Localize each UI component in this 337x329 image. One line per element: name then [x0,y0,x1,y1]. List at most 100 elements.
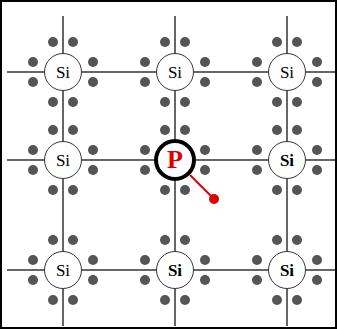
atom-symbol: P [167,147,183,173]
covalent-bond [194,269,268,271]
electron [312,255,322,265]
covalent-bond [286,91,288,141]
electron [292,37,302,47]
electron [140,77,150,87]
electron [160,97,170,107]
covalent-bond [286,179,288,251]
electron [252,275,262,285]
electron [200,57,210,67]
electron [160,185,170,195]
electron [292,125,302,135]
electron [68,37,78,47]
electron [160,235,170,245]
electron [88,57,98,67]
electron [180,97,190,107]
atom-symbol: Si [280,152,294,169]
electron [28,57,38,67]
covalent-bond [196,159,268,161]
atom-symbol: Si [56,262,70,279]
electron [252,77,262,87]
electron [292,295,302,305]
atom-symbol: Si [168,262,182,279]
silicon-atom: Si [44,141,82,179]
electron [48,295,58,305]
outer-bond [62,16,64,53]
outer-bond [7,71,44,73]
electron [252,57,262,67]
covalent-bond [174,91,176,139]
outer-bond [306,269,335,271]
electron [200,77,210,87]
electron [140,165,150,175]
electron [252,255,262,265]
electron [68,185,78,195]
silicon-atom: Si [44,53,82,91]
electron [312,275,322,285]
covalent-bond [62,179,64,251]
electron [140,275,150,285]
electron [272,97,282,107]
electron [28,255,38,265]
electron [68,97,78,107]
outer-bond [306,71,335,73]
silicon-atom: Si [268,141,306,179]
silicon-atom: Si [268,53,306,91]
electron [180,235,190,245]
electron [140,57,150,67]
electron [180,185,190,195]
electron [312,145,322,155]
outer-bond [7,269,44,271]
covalent-bond [82,71,156,73]
electron [28,77,38,87]
electron [48,37,58,47]
outer-bond [62,289,64,326]
covalent-bond [62,91,64,141]
electron [88,275,98,285]
electron [252,145,262,155]
electron [200,275,210,285]
electron [28,275,38,285]
outer-bond [174,289,176,326]
electron [68,235,78,245]
electron [88,165,98,175]
silicon-atom: Si [44,251,82,289]
covalent-bond [174,181,176,251]
electron [28,165,38,175]
extra-electron-lead [190,175,212,197]
electron [200,165,210,175]
electron [160,295,170,305]
electron [272,185,282,195]
electron [312,77,322,87]
atom-symbol: Si [56,152,70,169]
outer-bond [174,16,176,53]
electron [180,125,190,135]
electron [68,295,78,305]
outer-bond [7,159,44,161]
extra-electron [209,194,219,204]
atom-symbol: Si [168,64,182,81]
electron [28,145,38,155]
electron [272,295,282,305]
electron [252,165,262,175]
electron [312,165,322,175]
atom-symbol: Si [56,64,70,81]
electron [272,125,282,135]
covalent-bond [194,71,268,73]
electron [312,57,322,67]
electron [48,185,58,195]
electron [68,125,78,135]
electron [272,235,282,245]
electron [292,97,302,107]
outer-bond [286,16,288,53]
outer-bond [306,159,335,161]
electron [180,37,190,47]
electron [48,97,58,107]
electron [160,125,170,135]
electron [140,255,150,265]
silicon-atom: Si [156,251,194,289]
electron [272,37,282,47]
outer-bonds [7,16,335,326]
electron [48,235,58,245]
electron [88,145,98,155]
